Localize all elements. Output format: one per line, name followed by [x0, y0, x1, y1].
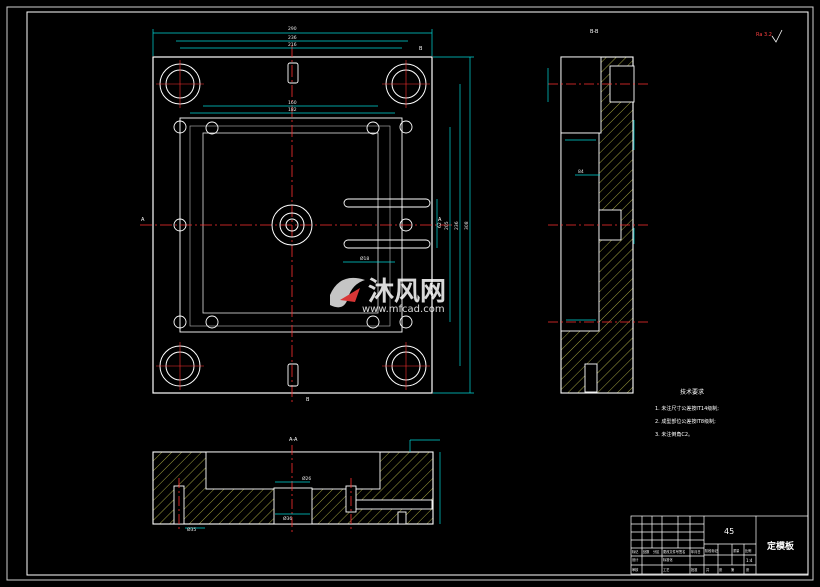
svg-text:标记: 标记: [632, 549, 639, 554]
watermark-logo-icon: [330, 277, 365, 308]
svg-text:阶段标记: 阶段标记: [705, 548, 719, 553]
svg-text:签名: 签名: [679, 549, 685, 554]
dim-bottom-3: Ø35: [187, 526, 196, 533]
side-section: B-B 84: [547, 29, 650, 394]
svg-text:张: 张: [746, 567, 750, 572]
sprue-bush: [271, 204, 313, 246]
screw-holes: [173, 120, 413, 329]
dim-overall-width: 290: [288, 26, 297, 32]
note-1: 1. 未注尺寸公差按IT14级制;: [655, 405, 719, 412]
section-bb-label: B-B: [590, 29, 599, 35]
dim-inner-2: 182: [288, 107, 297, 113]
roughness-text: Ra 3.2: [756, 32, 772, 38]
svg-text:标准化: 标准化: [663, 557, 673, 562]
inner-frame: [26, 11, 809, 576]
dim-bottom-1: Ø26: [302, 475, 311, 482]
cut-a-right: A: [438, 217, 442, 223]
roughness-symbol: Ra 3.2: [756, 29, 783, 43]
plan-view: 290 236 216 160 182 308 236 205 62 Ø18 A…: [140, 26, 474, 405]
svg-text:工艺: 工艺: [663, 567, 669, 572]
technical-notes: 技术要求 1. 未注尺寸公差按IT14级制; 2. 成型部位公差按IT8级制; …: [655, 388, 719, 438]
section-aa-label: A-A: [289, 437, 298, 443]
outer-frame: [6, 6, 814, 581]
svg-text:第: 第: [731, 567, 735, 572]
dim-guide-span: 236: [288, 35, 297, 41]
cut-a-left: A: [141, 217, 145, 223]
pocket-inner: [202, 132, 379, 314]
dim-side-depth: 84: [578, 169, 584, 175]
dim-pocket-width: 216: [288, 42, 297, 48]
title-block-labels: 标记 处数 分区 更改文件号 签名 年月日 设计 标准化 阶段标记 重量 比例 …: [632, 548, 751, 572]
note-2: 2. 成型部位公差按IT8级制;: [655, 418, 716, 425]
svg-text:比例: 比例: [745, 548, 751, 553]
watermark-url: www.mfcad.com: [362, 304, 445, 315]
svg-text:重量: 重量: [733, 548, 740, 553]
svg-text:分区: 分区: [653, 549, 660, 554]
svg-text:共: 共: [706, 567, 710, 572]
cooling-channels: [287, 62, 431, 387]
svg-text:批准: 批准: [691, 567, 698, 572]
note-3: 3. 未注倒角C2。: [655, 431, 693, 438]
pocket-mid: [189, 125, 391, 327]
dim-screw-height: 205: [444, 221, 450, 230]
watermark: 沐风网 www.mfcad.com: [330, 277, 446, 315]
cut-b-top: B: [419, 46, 423, 52]
title-part-name: 定模板: [766, 540, 795, 552]
bottom-section: A-A Ø26 Ø36 Ø35: [152, 437, 441, 533]
notes-title: 技术要求: [680, 388, 704, 396]
svg-text:年月日: 年月日: [691, 549, 701, 554]
dim-inner-1: 160: [288, 100, 297, 106]
dim-hole: Ø18: [360, 255, 369, 262]
svg-text:审核: 审核: [632, 567, 639, 572]
svg-text:张: 张: [719, 567, 723, 572]
dim-overall-height: 308: [464, 221, 470, 230]
title-block: [630, 515, 809, 575]
svg-text:处数: 处数: [643, 549, 650, 554]
watermark-cn: 沐风网: [368, 277, 446, 307]
dim-bottom-2: Ø36: [283, 515, 292, 522]
title-material: 45: [724, 527, 734, 536]
dim-guide-height: 236: [454, 221, 460, 230]
svg-text:设计: 设计: [632, 557, 639, 562]
svg-text:更改文件号: 更改文件号: [663, 549, 679, 554]
title-scale: 1:4: [746, 558, 753, 563]
cut-b-bottom: B: [306, 397, 310, 403]
dim-channel-span: 62: [437, 222, 443, 228]
